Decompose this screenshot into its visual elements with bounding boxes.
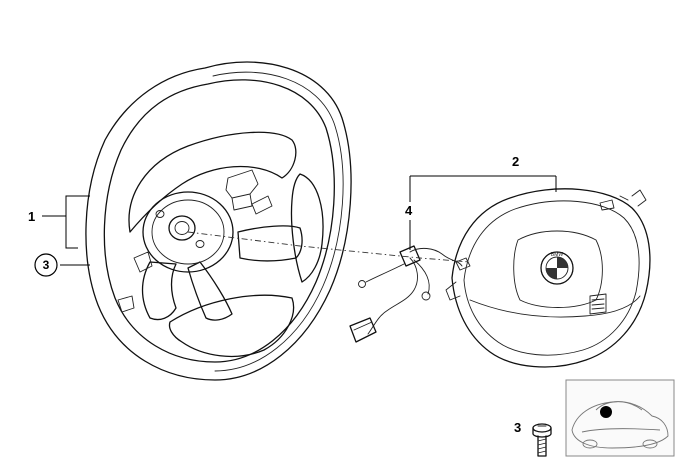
callout-1: 1: [28, 209, 35, 224]
bolt: [532, 423, 552, 457]
callout-leaders: [42, 175, 557, 266]
airbag-module: BMW: [445, 188, 651, 368]
callout-3: 3: [43, 258, 50, 272]
emblem-text: BMW: [551, 252, 564, 258]
callout-4: 4: [405, 203, 413, 218]
bolt-callout-3: 3: [514, 420, 521, 435]
callout-3-circle: [34, 253, 58, 277]
steering-wheel: [85, 61, 352, 381]
callout-2: 2: [512, 154, 519, 169]
wiring-harness: [349, 245, 471, 343]
locator-thumbnail: [565, 379, 675, 457]
labels: 1 3 2 4 3: [28, 154, 521, 435]
location-dot: [600, 406, 612, 418]
